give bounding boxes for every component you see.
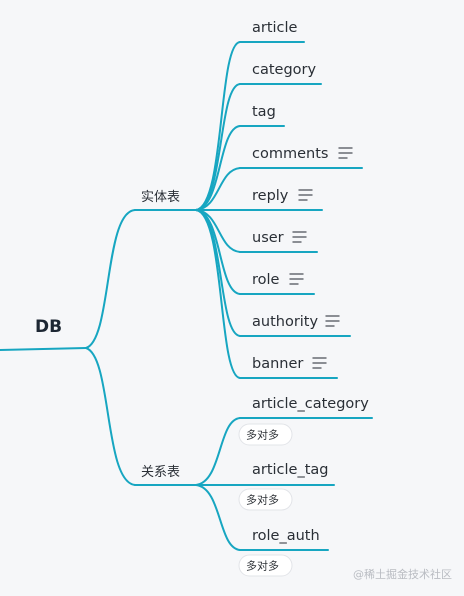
leaf-label: article_category <box>252 396 369 412</box>
leaf-label: reply <box>252 188 289 204</box>
root-node[interactable]: DB <box>35 317 62 337</box>
branch-entity-tables[interactable]: 实体表 <box>134 190 197 211</box>
relation-tag-badge[interactable]: 多对多 <box>238 554 293 577</box>
relation-tag-label: 多对多 <box>246 428 279 442</box>
note-lines-icon[interactable] <box>325 315 340 327</box>
leaf-label: role_auth <box>252 528 320 544</box>
edge-to-article <box>195 41 241 211</box>
edge-to-role <box>195 209 241 295</box>
root-label: DB <box>35 317 62 337</box>
leaf-role-auth[interactable]: role_auth 多对多 <box>238 528 329 577</box>
branch-relation-tables[interactable]: 关系表 <box>134 465 197 486</box>
leaf-tag[interactable]: tag <box>239 104 285 127</box>
relation-tag-label: 多对多 <box>246 493 279 507</box>
relation-tag-badge[interactable]: 多对多 <box>238 423 293 446</box>
note-lines-icon[interactable] <box>338 147 353 159</box>
edge-to-comments <box>195 167 241 211</box>
leaf-article[interactable]: article <box>239 20 305 43</box>
leaf-label: tag <box>252 104 276 120</box>
leaf-banner[interactable]: banner <box>239 356 338 379</box>
edge-to-article-category <box>195 417 241 486</box>
branch-label-entities: 实体表 <box>141 190 180 205</box>
edge-root-to-branch-relations <box>85 347 136 486</box>
edge-to-category <box>195 83 241 211</box>
leaf-label: role <box>252 272 280 288</box>
root-edge <box>0 347 87 351</box>
leaf-label: category <box>252 62 317 78</box>
leaf-comments[interactable]: comments <box>239 146 363 169</box>
leaf-article-tag[interactable]: article_tag 多对多 <box>238 462 335 511</box>
watermark: @稀土掘金技术社区 <box>353 567 452 581</box>
edge-root-to-branch-entities <box>85 209 136 349</box>
leaf-label: article_tag <box>252 462 329 478</box>
leaf-label: banner <box>252 356 303 372</box>
leaf-authority[interactable]: authority <box>239 314 351 337</box>
note-lines-icon[interactable] <box>312 357 327 369</box>
note-lines-icon[interactable] <box>289 273 304 285</box>
leaf-article-category[interactable]: article_category 多对多 <box>238 396 373 446</box>
leaf-role[interactable]: role <box>239 272 315 295</box>
leaf-category[interactable]: category <box>239 62 322 85</box>
leaf-label: comments <box>252 146 328 162</box>
branch-label-relations: 关系表 <box>141 465 180 480</box>
leaf-user[interactable]: user <box>239 230 318 253</box>
edge-to-tag <box>195 125 241 211</box>
relation-tag-label: 多对多 <box>246 559 279 573</box>
note-lines-icon[interactable] <box>292 231 307 243</box>
relation-tag-badge[interactable]: 多对多 <box>238 488 293 511</box>
leaf-label: authority <box>252 314 318 330</box>
note-lines-icon[interactable] <box>298 189 313 201</box>
edge-to-role-auth <box>195 484 241 551</box>
leaf-label: article <box>252 20 298 36</box>
leaf-label: user <box>252 230 284 246</box>
leaf-reply[interactable]: reply <box>239 188 323 211</box>
edge-to-banner <box>195 209 241 379</box>
